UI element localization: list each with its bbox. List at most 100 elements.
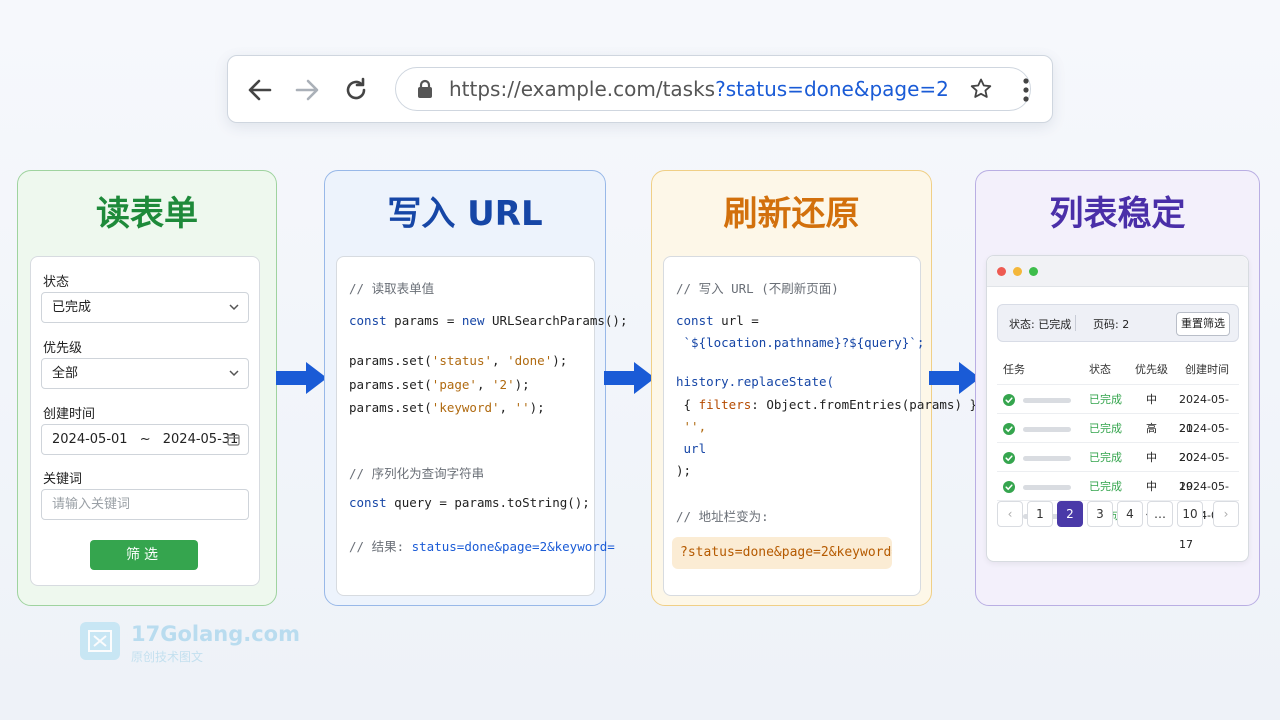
task-name-placeholder xyxy=(1023,427,1071,432)
reload-icon[interactable] xyxy=(342,76,370,104)
minimize-dot-icon xyxy=(1013,267,1022,276)
code-line: url xyxy=(676,441,707,456)
lock-icon xyxy=(418,79,432,98)
flow-arrow-icon xyxy=(276,362,327,394)
watermark-subtitle: 原创技术图文 xyxy=(131,650,204,664)
panel-title: 刷新还原 xyxy=(723,194,860,234)
site-logo-icon xyxy=(80,622,120,660)
row-priority: 中 xyxy=(1146,451,1157,464)
chevron-down-icon xyxy=(229,304,239,311)
page-button[interactable]: 2 xyxy=(1057,501,1083,527)
check-circle-icon xyxy=(1003,423,1015,435)
row-date: 2024-05-21 xyxy=(1179,393,1229,435)
more-menu-icon[interactable] xyxy=(1021,76,1031,104)
code-line: history.replaceState( xyxy=(676,374,835,389)
window-titlebar xyxy=(987,256,1248,287)
back-arrow-icon[interactable] xyxy=(246,76,274,104)
row-date: 2024-05-20 xyxy=(1179,422,1229,464)
panel-title: 写入 URL xyxy=(387,194,543,234)
row-priority: 中 xyxy=(1146,480,1157,493)
page-button[interactable]: 10 xyxy=(1177,501,1203,527)
close-dot-icon xyxy=(997,267,1006,276)
date-range-picker[interactable]: 2024-05-01 ~ 2024-05-31 xyxy=(41,424,249,455)
page-button[interactable]: … xyxy=(1147,501,1173,527)
url-query-string: ?status=done&page=2 xyxy=(715,77,949,101)
panel-refresh-restore: 刷新还原 // 写入 URL (不刷新页面) const url = `${lo… xyxy=(651,170,985,606)
date-separator: ~ xyxy=(139,432,151,447)
code-line: `${location.pathname}?${query}`; xyxy=(676,335,925,350)
row-priority: 高 xyxy=(1146,422,1157,435)
panel-title: 列表稳定 xyxy=(1049,194,1186,234)
status-select[interactable]: 已完成 xyxy=(41,292,249,323)
row-priority: 中 xyxy=(1146,393,1157,406)
url-input[interactable]: https://example.com/tasks?status=done&pa… xyxy=(395,67,1031,111)
reset-filter-button[interactable]: 重置筛选 xyxy=(1176,312,1230,336)
divider xyxy=(1075,315,1076,331)
code-line: params.set('status', 'done'); xyxy=(349,353,568,368)
table-header-task: 任务 xyxy=(1003,363,1025,376)
watermark-site: 17Golang.com xyxy=(131,622,300,646)
row-status: 已完成 xyxy=(1089,393,1122,406)
code-line: params.set('keyword', ''); xyxy=(349,400,545,415)
row-status: 已完成 xyxy=(1089,451,1122,464)
page-button[interactable]: 4 xyxy=(1117,501,1143,527)
calendar-icon xyxy=(227,434,240,446)
table-row[interactable]: 已完成 中 2024-05-21 xyxy=(997,384,1239,435)
check-circle-icon xyxy=(1003,481,1015,493)
code-line: const query = params.toString(); xyxy=(349,495,590,510)
row-date: 2024-05-19 xyxy=(1179,451,1229,493)
prev-page-button[interactable]: ‹ xyxy=(997,501,1023,527)
code-line: '', xyxy=(676,419,707,434)
filter-form-card: 状态 已完成 优先级 全部 创建时间 2024-05-01 ~ 2024-05-… xyxy=(30,256,260,586)
panel-read-form: 读表单 状态 已完成 优先级 全部 创建时间 2024-05-01 ~ 2024… xyxy=(17,170,277,606)
status-filter-chip: 状态: 已完成 xyxy=(1009,318,1072,331)
page-button[interactable]: 1 xyxy=(1027,501,1053,527)
code-line: { filters: Object.fromEntries(params) }, xyxy=(676,397,985,412)
priority-label: 优先级 xyxy=(43,341,83,356)
code-line: params.set('page', '2'); xyxy=(349,377,530,392)
star-bookmark-icon[interactable] xyxy=(969,77,993,101)
keyword-label: 关键词 xyxy=(43,472,83,487)
date-to: 2024-05-31 xyxy=(162,432,239,447)
code-line: ); xyxy=(676,463,692,478)
table-row[interactable]: 已完成 高 2024-05-20 xyxy=(997,413,1239,464)
maximize-dot-icon xyxy=(1029,267,1038,276)
forward-arrow-icon[interactable] xyxy=(293,76,321,104)
address-result-highlight: ?status=done&page=2&keyword= xyxy=(672,537,892,569)
panel-title: 读表单 xyxy=(96,194,198,234)
table-header-priority: 优先级 xyxy=(1135,363,1168,376)
status-select-value: 已完成 xyxy=(52,300,92,315)
code-result: // 结果: status=done&page=2&keyword= xyxy=(349,539,615,554)
code-comment: // 序列化为查询字符串 xyxy=(349,466,485,481)
code-line: const url = xyxy=(676,313,759,328)
code-line: const params = new URLSearchParams(); xyxy=(349,313,628,328)
code-comment: // 地址栏变为: xyxy=(676,509,769,524)
code-card: // 读取表单值 const params = new URLSearchPar… xyxy=(336,256,627,596)
code-card: // 写入 URL (不刷新页面) const url = `${locatio… xyxy=(663,256,985,596)
priority-select-value: 全部 xyxy=(52,366,79,381)
row-status: 已完成 xyxy=(1089,480,1122,493)
task-name-placeholder xyxy=(1023,456,1071,461)
keyword-input[interactable]: 请输入关键词 xyxy=(41,489,249,520)
created-time-label: 创建时间 xyxy=(43,407,96,422)
browser-address-bar: https://example.com/tasks?status=done&pa… xyxy=(227,55,1053,123)
flow-arrow-icon xyxy=(929,362,980,394)
date-from: 2024-05-01 xyxy=(52,432,128,447)
filter-button[interactable]: 筛选 xyxy=(90,540,198,570)
page-button[interactable]: 3 xyxy=(1087,501,1113,527)
next-page-button[interactable]: › xyxy=(1213,501,1239,527)
flow-arrow-icon xyxy=(604,362,655,394)
url-text: https://example.com/tasks?status=done&pa… xyxy=(449,77,949,101)
page-filter-chip: 页码: 2 xyxy=(1093,318,1130,331)
row-status: 已完成 xyxy=(1089,422,1122,435)
check-circle-icon xyxy=(1003,452,1015,464)
table-header-created: 创建时间 xyxy=(1185,363,1229,376)
panel-list-stable: 列表稳定 状态: 已完成 页码: 2 重置筛选 任务 状态 优先级 创建时间 已… xyxy=(975,170,1260,606)
chevron-down-icon xyxy=(229,370,239,377)
url-path: https://example.com/tasks xyxy=(449,77,716,101)
panel-write-url: 写入 URL // 读取表单值 const params = new URLSe… xyxy=(324,170,627,606)
active-filter-bar: 状态: 已完成 页码: 2 重置筛选 xyxy=(997,304,1239,342)
priority-select[interactable]: 全部 xyxy=(41,358,249,389)
